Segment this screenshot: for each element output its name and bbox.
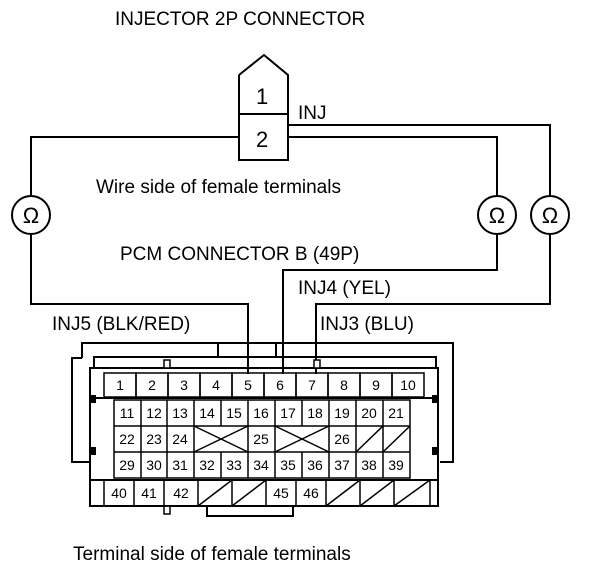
pcm-pin-37: 37 — [334, 457, 350, 473]
pcm-pin-2: 2 — [148, 377, 156, 393]
wire-inj4 — [282, 233, 498, 374]
pcm-pin-8: 8 — [340, 377, 348, 393]
pcm-pin-6: 6 — [276, 377, 284, 393]
ohmmeter-right: Ω — [530, 195, 570, 235]
pcm-pin-24: 24 — [172, 431, 188, 447]
inj5-label: INJ5 (BLK/RED) — [52, 314, 190, 335]
injector-pin-1: 1 — [256, 84, 268, 109]
wires — [30, 124, 551, 374]
pcm-grid-row-5 — [103, 479, 431, 507]
pcm-pin-35: 35 — [280, 457, 296, 473]
ohm-icon: Ω — [542, 203, 558, 228]
pcm-pin-23: 23 — [146, 431, 162, 447]
pcm-pin-36: 36 — [307, 457, 323, 473]
pcm-pin-11: 11 — [120, 405, 135, 421]
pcm-pin-9: 9 — [372, 377, 380, 393]
pcm-pin-32: 32 — [199, 457, 215, 473]
pcm-pin-26: 26 — [334, 431, 350, 447]
pcm-pin-3: 3 — [180, 377, 188, 393]
pcm-latch-marks — [89, 395, 439, 455]
pcm-pin-42: 42 — [173, 485, 189, 501]
wire-side-label: Wire side of female terminals — [96, 177, 341, 198]
pcm-row-3: 22 23 24 25 26 — [119, 431, 350, 447]
pcm-pin-31: 31 — [172, 457, 188, 473]
ohm-icon: Ω — [23, 203, 39, 228]
ohmmeter-middle: Ω — [477, 195, 517, 235]
pcm-pin-33: 33 — [226, 457, 242, 473]
pcm-pin-7: 7 — [308, 377, 316, 393]
pcm-pin-20: 20 — [361, 405, 377, 421]
pcm-row-2: 11 12 13 14 15 16 17 18 19 20 21 — [120, 405, 404, 421]
pcm-pin-1: 1 — [116, 377, 124, 393]
terminal-side-label: Terminal side of female terminals — [73, 544, 351, 565]
pcm-pin-14: 14 — [199, 405, 215, 421]
pcm-connector-housing — [71, 342, 454, 517]
pcm-pin-39: 39 — [388, 457, 404, 473]
injector-pin-2: 2 — [256, 127, 268, 152]
pcm-pin-17: 17 — [280, 405, 296, 421]
pcm-pin-12: 12 — [146, 405, 162, 421]
inj4-label: INJ4 (YEL) — [298, 278, 391, 299]
pcm-pin-21: 21 — [388, 405, 404, 421]
pcm-row-5: 40 41 42 45 46 — [111, 485, 319, 501]
pcm-pin-18: 18 — [307, 405, 323, 421]
pcm-pin-19: 19 — [334, 405, 350, 421]
pcm-pin-15: 15 — [226, 405, 242, 421]
wire-left-upper — [30, 136, 239, 197]
pcm-pin-22: 22 — [119, 431, 135, 447]
pcm-pin-34: 34 — [253, 457, 269, 473]
ohm-icon: Ω — [489, 203, 505, 228]
inj3-label: INJ3 (BLU) — [320, 314, 414, 335]
pcm-pin-10: 10 — [400, 377, 416, 393]
injector-connector-title: INJECTOR 2P CONNECTOR — [115, 9, 365, 30]
wire-right-upper — [288, 124, 551, 197]
injector-housing-top — [238, 53, 289, 115]
wire-inj5 — [30, 233, 249, 374]
pcm-pin-40: 40 — [111, 485, 127, 501]
pcm-row-4: 29 30 31 32 33 34 35 36 37 38 39 — [119, 457, 404, 473]
pcm-pin-25: 25 — [253, 431, 269, 447]
pcm-pin-5: 5 — [244, 377, 252, 393]
pcm-pin-16: 16 — [253, 405, 269, 421]
pcm-pin-4: 4 — [212, 377, 220, 393]
ohmmeter-left: Ω — [11, 195, 51, 235]
pcm-pin-29: 29 — [119, 457, 135, 473]
pcm-pin-13: 13 — [172, 405, 188, 421]
pcm-pin-46: 46 — [303, 485, 319, 501]
pcm-grid-middle — [113, 399, 411, 479]
pcm-pin-30: 30 — [146, 457, 162, 473]
pcm-pin-38: 38 — [361, 457, 377, 473]
pcm-row-1: 1 2 3 4 5 6 7 8 9 10 — [103, 372, 425, 398]
inj-wire-label: INJ — [298, 103, 327, 124]
pcm-connector-title: PCM CONNECTOR B (49P) — [120, 244, 359, 265]
wire-mid-upper — [288, 136, 498, 197]
pcm-pin-41: 41 — [141, 485, 157, 501]
wire-inj3 — [315, 233, 551, 374]
pcm-pin-45: 45 — [273, 485, 289, 501]
